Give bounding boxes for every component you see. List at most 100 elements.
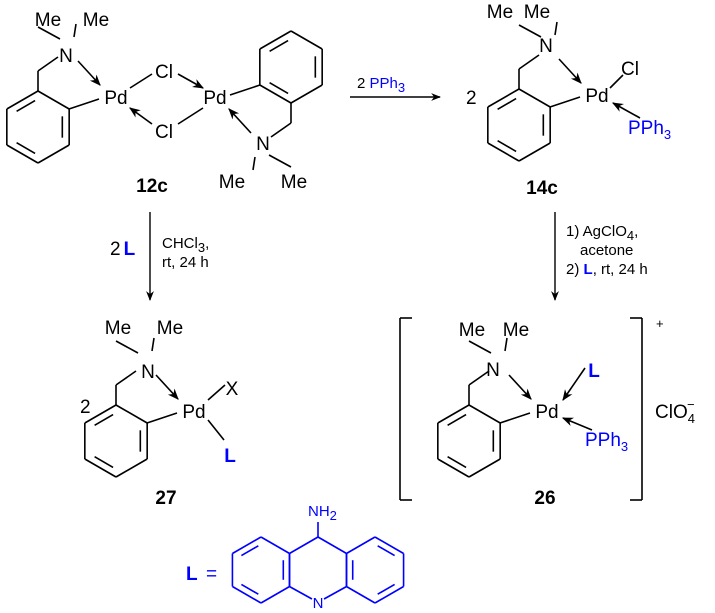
- ring-bond: [317, 536, 347, 555]
- ring-bond: [37, 144, 70, 164]
- ring-double-bond: [497, 140, 517, 153]
- ring-double-bond: [269, 82, 289, 95]
- compound-label-14c: 14c: [526, 178, 558, 199]
- chlorine-label: Cl: [155, 62, 173, 83]
- aryl-pd-bond: [499, 412, 531, 424]
- palladium-label: Pd: [104, 88, 127, 109]
- compound-label-27: 27: [155, 488, 176, 509]
- amino-group-label: NH2: [308, 503, 337, 523]
- ring-bond: [37, 90, 70, 110]
- pd-cl-bond: [609, 74, 624, 89]
- n-pd-dative-bond: [508, 374, 532, 400]
- reagent-label: 2 PPh3: [357, 75, 405, 95]
- ligand-label: L: [224, 446, 236, 467]
- ring-nitrogen-label: N: [313, 595, 324, 612]
- n-methyl-bond: [268, 154, 292, 168]
- coefficient: 2: [80, 397, 91, 418]
- palladium-label: Pd: [535, 402, 558, 423]
- reaction-arrow-3: 1) AgClO4, acetone 2) L, rt, 24 h: [566, 223, 648, 278]
- ring-bond: [260, 536, 290, 555]
- ring-bond: [260, 585, 290, 604]
- step2-label: 2) L, rt, 24 h: [566, 261, 648, 278]
- methyl-label: Me: [503, 320, 529, 341]
- aryl-pd-bond: [229, 84, 261, 96]
- counterion-label: ClO4−: [655, 397, 695, 426]
- n-methyl-bond: [37, 26, 61, 40]
- equals-sign: =: [206, 564, 217, 585]
- n-methyl-bond: [252, 156, 256, 171]
- ring-bond: [468, 404, 501, 424]
- n-ch2-bond: [270, 122, 292, 138]
- compound-27: 2 Me Me N Pd X L 27: [80, 318, 239, 509]
- ring-bond: [374, 536, 404, 555]
- n-methyl-bond: [115, 340, 139, 354]
- nitrogen-label: N: [141, 362, 155, 383]
- nitrogen-label: N: [486, 360, 500, 381]
- n-methyl-bond: [518, 24, 542, 38]
- n-ch2-bond: [518, 54, 540, 70]
- ring-bond: [6, 90, 39, 110]
- pd-cl-bond: [177, 107, 204, 125]
- pd-x-bond: [207, 384, 226, 401]
- nitrogen-label: N: [539, 36, 553, 57]
- conditions-label: rt, 24 h: [162, 254, 209, 271]
- reaction-arrow-1: 2 PPh3: [357, 75, 405, 95]
- ring-bond: [6, 144, 39, 164]
- ligand-definition: L = NH2 N: [186, 503, 337, 612]
- methyl-label: Me: [219, 172, 245, 193]
- ring-bond: [437, 404, 470, 424]
- methyl-label: Me: [487, 2, 513, 23]
- nitrogen-label: N: [256, 134, 270, 155]
- p-pd-dative-bond: [561, 417, 593, 431]
- palladium-label: Pd: [182, 402, 205, 423]
- n-ch2-bond: [37, 56, 59, 72]
- ring-bond: [290, 30, 323, 50]
- methyl-label: Me: [524, 2, 550, 23]
- ring-bond: [259, 84, 292, 104]
- methyl-label: Me: [35, 10, 61, 31]
- chlorine-label: Cl: [621, 59, 639, 80]
- ring-bond: [84, 404, 117, 424]
- ring-double-bond: [16, 99, 36, 112]
- ring-bond: [232, 536, 262, 555]
- aryl-pd-bond: [68, 98, 100, 110]
- n-methyl-bond: [504, 337, 508, 352]
- bond-lines: [6, 21, 643, 604]
- ring-bond: [323, 585, 347, 600]
- aryl-pd-bond: [549, 96, 581, 108]
- ring-double-bond: [447, 413, 467, 426]
- triphenylphosphine-label: PPh3: [628, 118, 671, 142]
- ring-bond: [468, 458, 501, 478]
- compound-12c: Me Me N Pd Cl Cl Pd N Me Me 12c: [35, 10, 307, 197]
- methyl-label: Me: [157, 318, 183, 339]
- n-pd-dative-bond: [228, 108, 252, 134]
- ring-double-bond: [377, 545, 396, 557]
- chlorine-label: Cl: [155, 122, 173, 143]
- methyl-label: Me: [459, 320, 485, 341]
- ring-bond: [518, 142, 551, 162]
- ring-bond: [259, 30, 292, 50]
- methyl-label: Me: [281, 172, 307, 193]
- palladium-label: Pd: [585, 86, 608, 107]
- ring-bond: [437, 458, 470, 478]
- ring-double-bond: [497, 97, 517, 110]
- cl-pd-dative-bond: [177, 73, 204, 89]
- ring-bond: [346, 536, 376, 555]
- compound-label-26: 26: [534, 488, 555, 509]
- halide-x-label: X: [226, 379, 239, 400]
- ring-bond: [346, 585, 376, 604]
- aryl-pd-bond: [146, 412, 178, 424]
- ring-bond: [374, 585, 404, 604]
- l-pd-dative-bond: [562, 367, 586, 401]
- compound-14c: 2 Me Me N Pd Cl PPh3 14c: [466, 2, 671, 199]
- n-pd-dative-bond: [558, 58, 582, 84]
- palladium-label: Pd: [203, 88, 226, 109]
- methyl-label: Me: [105, 318, 131, 339]
- coefficient: 2: [466, 88, 477, 109]
- ring-bond: [232, 585, 262, 604]
- nitrogen-label: N: [59, 46, 73, 67]
- ring-bond: [115, 404, 148, 424]
- ring-double-bond: [240, 583, 259, 595]
